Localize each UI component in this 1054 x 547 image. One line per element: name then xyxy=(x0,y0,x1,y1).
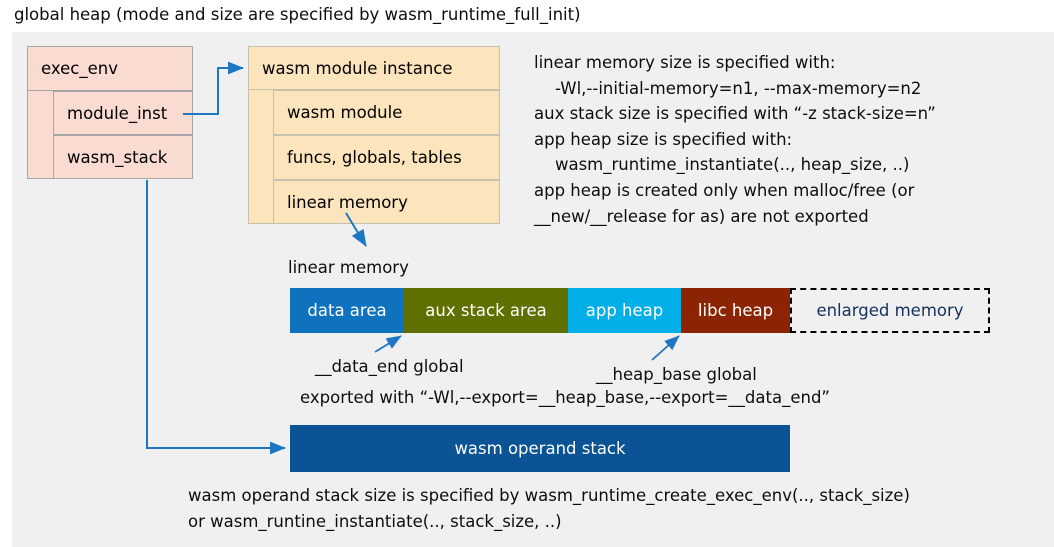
wasm-operand-stack-label: wasm operand stack xyxy=(454,439,626,458)
memory-segment-aux-stack-area: aux stack area xyxy=(404,288,568,333)
operand-stack-note: wasm operand stack size is specified by … xyxy=(188,486,910,531)
exec-env-field-wasm-stack-label: wasm_stack xyxy=(67,147,168,167)
exec-env-field-wasm-stack: wasm_stack xyxy=(53,135,193,179)
module-instance-row-wasm-module: wasm module xyxy=(273,90,500,135)
page-title: global heap (mode and size are specified… xyxy=(14,5,581,24)
annotation-heap-base: __heap_base global xyxy=(596,365,757,384)
module-instance-header-label: wasm module instance xyxy=(262,58,453,78)
memory-segment-enlarged-memory-label: enlarged memory xyxy=(816,301,964,320)
exec-env-field-module-inst-label: module_inst xyxy=(67,103,168,123)
memory-segment-libc-heap: libc heap xyxy=(681,288,790,333)
memory-segment-app-heap-label: app heap xyxy=(585,301,664,320)
module-instance-row-funcs-globals-tables-label: funcs, globals, tables xyxy=(287,148,462,167)
module-instance-row-linear-memory: linear memory xyxy=(273,180,500,224)
annotation-data-end: __data_end global xyxy=(315,357,464,376)
memory-segment-libc-heap-label: libc heap xyxy=(697,301,774,320)
exec-env-field-module-inst: module_inst xyxy=(53,91,193,135)
memory-segment-app-heap: app heap xyxy=(568,288,681,333)
memory-segment-enlarged-memory: enlarged memory xyxy=(790,288,990,333)
annotation-exported-with: exported with “-Wl,--export=__heap_base,… xyxy=(300,388,830,407)
linear-memory-note: linear memory size is specified with: -W… xyxy=(534,53,936,226)
memory-segment-data-area: data area xyxy=(290,288,404,333)
wasm-operand-stack-bar: wasm operand stack xyxy=(290,425,790,472)
linear-memory-caption: linear memory xyxy=(288,258,409,277)
module-instance-row-funcs-globals-tables: funcs, globals, tables xyxy=(273,135,500,180)
memory-segment-data-area-label: data area xyxy=(307,301,387,320)
memory-segment-aux-stack-area-label: aux stack area xyxy=(425,301,547,320)
exec-env-header-label: exec_env xyxy=(41,59,118,78)
module-instance-row-wasm-module-label: wasm module xyxy=(287,103,403,122)
exec-env-header: exec_env xyxy=(27,46,193,91)
linear-memory-bar: data area aux stack area app heap libc h… xyxy=(290,288,990,333)
module-instance-row-linear-memory-label: linear memory xyxy=(287,192,408,212)
module-instance-header: wasm module instance xyxy=(248,46,500,90)
